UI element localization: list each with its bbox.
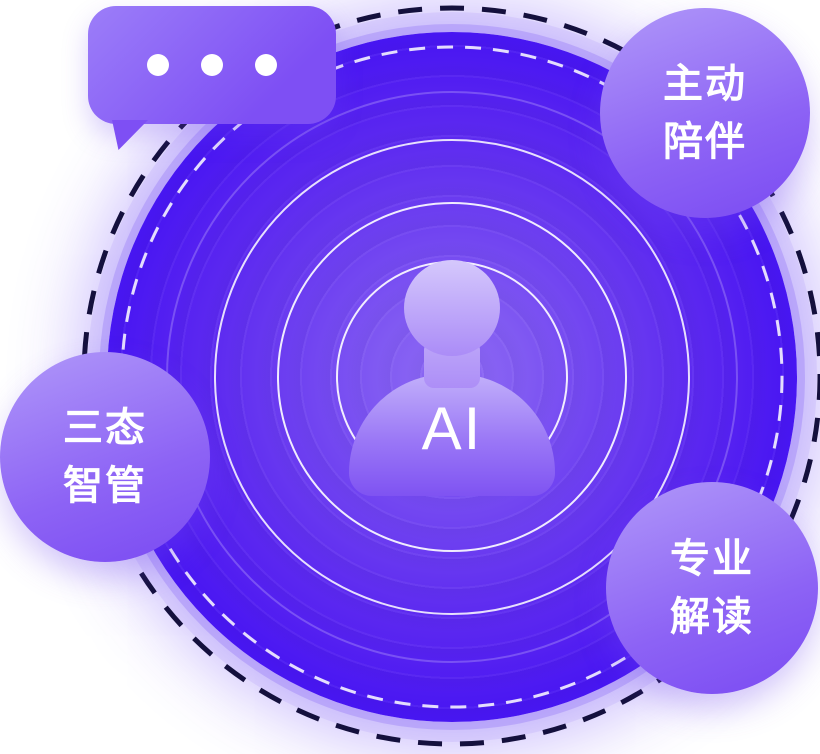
badge-line: 主动 [663, 62, 747, 106]
badge-active-companionship: 主动 陪伴 [600, 8, 810, 218]
person-silhouette-head [404, 260, 500, 356]
badge-line: 解读 [670, 595, 754, 639]
badge-professional-interpretation: 专业 解读 [606, 482, 818, 694]
badge-tri-state-management: 三态 智管 [0, 352, 210, 562]
typing-dot-icon [201, 54, 223, 76]
chat-bubble [88, 6, 336, 124]
badge-line: 专业 [670, 537, 754, 581]
ai-center-label: AI [421, 395, 483, 462]
chat-bubble-tail [112, 120, 148, 150]
badge-line: 陪伴 [663, 120, 747, 164]
badge-line: 三态 [63, 406, 147, 450]
typing-dot-icon [147, 54, 169, 76]
typing-dot-icon [255, 54, 277, 76]
badge-line: 智管 [63, 464, 147, 508]
typing-dots-icon [88, 6, 336, 124]
